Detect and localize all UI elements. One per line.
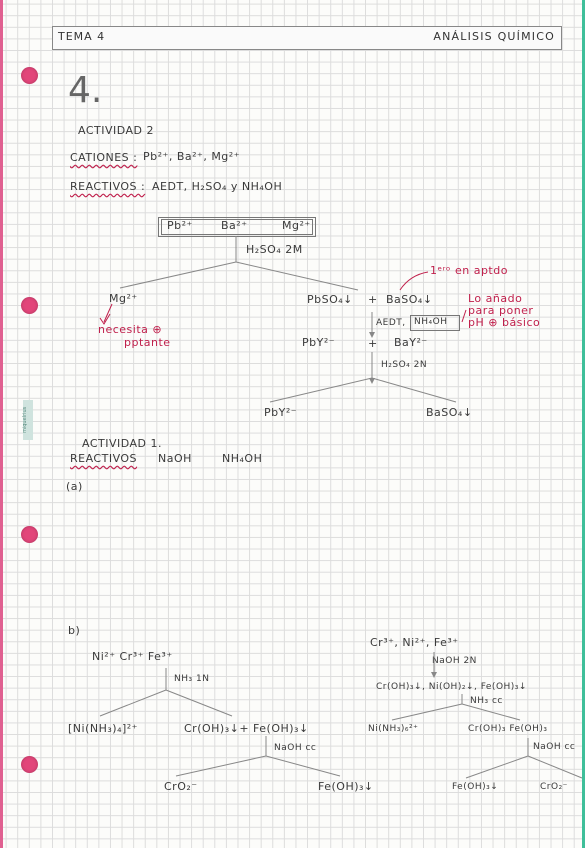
branch-line	[269, 377, 373, 403]
right-final-feoh3: Fe(OH)₃↓	[452, 782, 499, 792]
reactivos-value: AEDT, H₂SO₄ y NH₄OH	[152, 180, 283, 193]
binder-hole	[21, 297, 38, 314]
note-add-line3: pH ⊕ básico	[468, 316, 541, 329]
note-add-line2: para poner	[468, 304, 534, 317]
pby-complex: PbY²⁻	[302, 336, 336, 349]
activity2-title: ACTIVIDAD 2	[78, 124, 155, 137]
cationes-label: CATIONES :	[70, 151, 138, 164]
binder-hole	[21, 67, 38, 84]
right-ni-complex: Ni(NH₃)₆²⁺	[368, 724, 419, 734]
branch-line	[119, 261, 237, 289]
cation-box-inner	[161, 219, 313, 235]
plus-sign: +	[368, 337, 378, 350]
branch-line	[465, 755, 529, 779]
cationes-value: Pb²⁺, Ba²⁺, Mg²⁺	[143, 150, 241, 163]
left-hydroxides: Cr(OH)₃↓+ Fe(OH)₃↓	[184, 722, 309, 735]
binder-hole	[21, 526, 38, 543]
section-number: 4.	[68, 70, 103, 111]
reagent-h2so4-2m: H₂SO₄ 2M	[246, 243, 303, 256]
left-cations: Ni²⁺ Cr³⁺ Fe³⁺	[92, 650, 173, 663]
nh4oh-box	[410, 315, 460, 331]
left-ni-complex: [Ni(NH₃)₄]²⁺	[68, 722, 138, 735]
right-precipitates: Cr(OH)₃↓, Ni(OH)₂↓, Fe(OH)₃↓	[376, 682, 527, 692]
pbso4-precipitate: PbSO₄↓	[307, 293, 353, 306]
baso4-precipitate: BaSO₄↓	[386, 293, 433, 306]
branch-line	[165, 689, 233, 717]
bay-complex: BaY²⁻	[394, 336, 428, 349]
arrow-head	[431, 672, 437, 678]
cation-box	[158, 217, 316, 237]
header-band	[52, 26, 562, 50]
right-page-edge	[582, 0, 585, 848]
box-pb: Pb²⁺	[167, 219, 193, 232]
right-final-cro2: CrO₂⁻	[540, 782, 568, 792]
note-necesita-line1: necesita ⊕	[98, 323, 163, 336]
left-reagent-naoh: NaOH cc	[274, 743, 317, 753]
reactivos-label: REACTIVOS :	[70, 180, 146, 193]
box-mg: Mg²⁺	[282, 219, 311, 232]
branch-line	[235, 261, 359, 291]
note-first: 1ᵉʳᵒ en aptdo	[430, 264, 508, 277]
plus-sign: +	[368, 293, 378, 306]
right-reagent-naoh: NaOH 2N	[432, 656, 477, 666]
binder-hole	[21, 756, 38, 773]
branch-line	[461, 703, 521, 721]
note-necesita-line2: pptante	[124, 336, 171, 349]
part-b-label: b)	[68, 624, 81, 637]
left-page-edge	[0, 0, 3, 848]
branch-line	[265, 755, 341, 777]
branch-line	[175, 755, 267, 777]
branch-line	[527, 755, 583, 779]
activity1-title: ACTIVIDAD 1.	[82, 437, 163, 450]
act1-reactivos-label: REACTIVOS	[70, 452, 138, 465]
act1-reactivo-nh4oh: NH₄OH	[222, 452, 263, 465]
arrow-head	[369, 332, 375, 338]
left-final-cro2: CrO₂⁻	[164, 780, 198, 793]
branch-line	[371, 377, 457, 403]
branch-line	[391, 703, 463, 721]
left-reagent-nh3: NH₃ 1N	[174, 674, 210, 684]
brand-logo	[23, 400, 33, 440]
red-arrow	[399, 271, 429, 291]
nh4oh-boxed: NH₄OH	[414, 317, 448, 327]
red-check	[103, 303, 113, 323]
header-subject: ANÁLISIS QUÍMICO	[433, 30, 555, 43]
final-pby: PbY²⁻	[264, 406, 298, 419]
note-add-line1: Lo añado	[468, 292, 523, 305]
mg-product: Mg²⁺	[109, 292, 138, 305]
red-check	[99, 313, 111, 325]
header-topic: TEMA 4	[58, 30, 106, 43]
right-cations: Cr³⁺, Ni²⁺, Fe³⁺	[370, 636, 459, 649]
aedt-label: AEDT,	[376, 318, 406, 328]
reagent-h2so4-2n: H₂SO₄ 2N	[381, 360, 428, 370]
branch-line	[99, 689, 167, 717]
arrow-head	[369, 378, 375, 384]
box-ba: Ba²⁺	[221, 219, 248, 232]
right-reagent-nh3: NH₃ cc	[470, 696, 503, 706]
final-baso4: BaSO₄↓	[426, 406, 473, 419]
act1-reactivo-naoh: NaOH	[158, 452, 192, 465]
right-hydroxides: Cr(OH)₃ Fe(OH)₃	[468, 724, 548, 734]
red-arrow	[461, 309, 467, 323]
right-reagent-naoh-cc: NaOH cc	[533, 742, 576, 752]
part-a-label: (a)	[66, 480, 83, 493]
left-final-feoh3: Fe(OH)₃↓	[318, 780, 374, 793]
